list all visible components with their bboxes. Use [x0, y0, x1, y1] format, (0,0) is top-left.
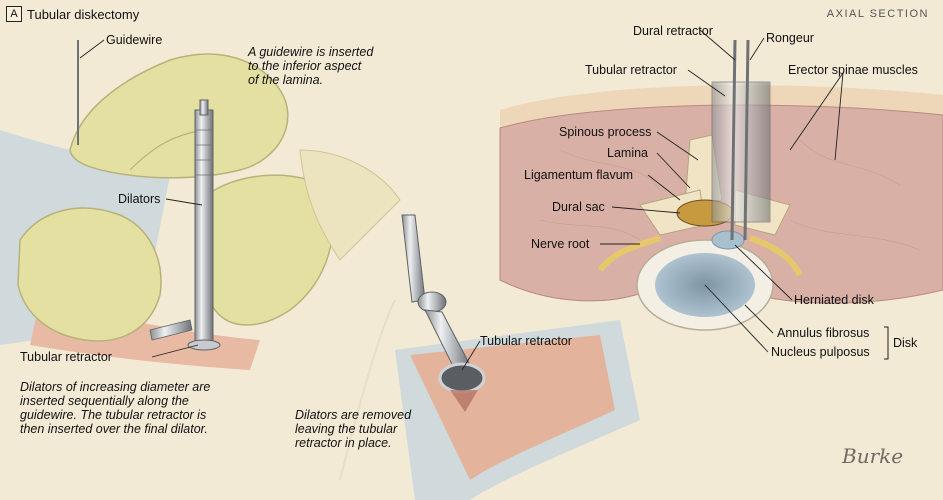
- panel-divider: [339, 299, 396, 481]
- label-annulus-fibrosus: Annulus fibrosus: [777, 326, 870, 340]
- axial-tube: [711, 81, 771, 223]
- caption-dilators: Dilators of increasing diameter are inse…: [20, 380, 210, 436]
- panel-letter-badge: A: [6, 6, 22, 22]
- rongeur: [743, 39, 750, 241]
- retractor-post: [401, 214, 426, 303]
- caption-line: Dilators of increasing diameter are: [20, 380, 211, 394]
- label-disk: Disk: [893, 336, 918, 350]
- leader-lines: [79, 29, 844, 371]
- sleeve: [299, 149, 401, 261]
- caption-line: of the lamina.: [248, 73, 324, 87]
- caption-line: inserted sequentially along the: [20, 394, 189, 408]
- label-guidewire: Guidewire: [106, 33, 163, 47]
- clamp-knob: [417, 291, 447, 313]
- label-dilators: Dilators: [118, 192, 161, 206]
- herniated-disk: [711, 230, 745, 250]
- tube-rim-left: [187, 339, 221, 351]
- label-lamina: Lamina: [607, 146, 648, 160]
- artist-signature: Burke: [842, 444, 904, 468]
- label-tubular-retractor-right: Tubular retractor: [585, 63, 677, 77]
- disk-bracket: [884, 326, 889, 360]
- axial-scene: [499, 39, 943, 331]
- upper-glove: [69, 53, 289, 179]
- caption-line: guidewire. The tubular retractor is: [20, 408, 207, 422]
- label-tubular-retractor-mid: Tubular retractor: [480, 334, 572, 348]
- label-rongeur: Rongeur: [766, 31, 814, 45]
- retractor-arm: [149, 319, 193, 341]
- left-glove: [17, 207, 162, 342]
- middle-scene: [395, 214, 640, 500]
- left-scene: [0, 40, 401, 370]
- caption-line: retractor in place.: [295, 436, 392, 450]
- label-spinous-process: Spinous process: [559, 125, 652, 139]
- label-tubular-retractor-left: Tubular retractor: [20, 350, 112, 364]
- label-nerve-root: Nerve root: [531, 237, 590, 251]
- caption-line: then inserted over the final dilator.: [20, 422, 208, 436]
- caption-guidewire: A guidewire is inserted to the inferior …: [248, 45, 373, 87]
- caption-line: A guidewire is inserted: [248, 45, 374, 59]
- nerve-root-left: [597, 235, 661, 272]
- tube-opening: [438, 362, 486, 394]
- caption-line: leaving the tubular: [295, 422, 398, 436]
- nerve-root-right: [749, 235, 803, 277]
- dural-retractor: [730, 39, 737, 241]
- label-erector-spinae: Erector spinae muscles: [788, 63, 918, 77]
- caption-removed: Dilators are removed leaving the tubular…: [295, 408, 411, 450]
- label-dural-retractor: Dural retractor: [633, 24, 713, 38]
- panel-title: Tubular diskectomy: [27, 7, 140, 22]
- section-title: AXIAL SECTION: [826, 8, 929, 20]
- label-dural-sac: Dural sac: [552, 200, 605, 214]
- caption-line: to the inferior aspect: [248, 59, 362, 73]
- label-ligamentum-flavum: Ligamentum flavum: [524, 168, 634, 182]
- skin-layer: [500, 85, 943, 128]
- label-nucleus-pulposus: Nucleus pulposus: [771, 345, 870, 359]
- caption-line: Dilators are removed: [295, 408, 412, 422]
- label-herniated-disk: Herniated disk: [794, 293, 874, 307]
